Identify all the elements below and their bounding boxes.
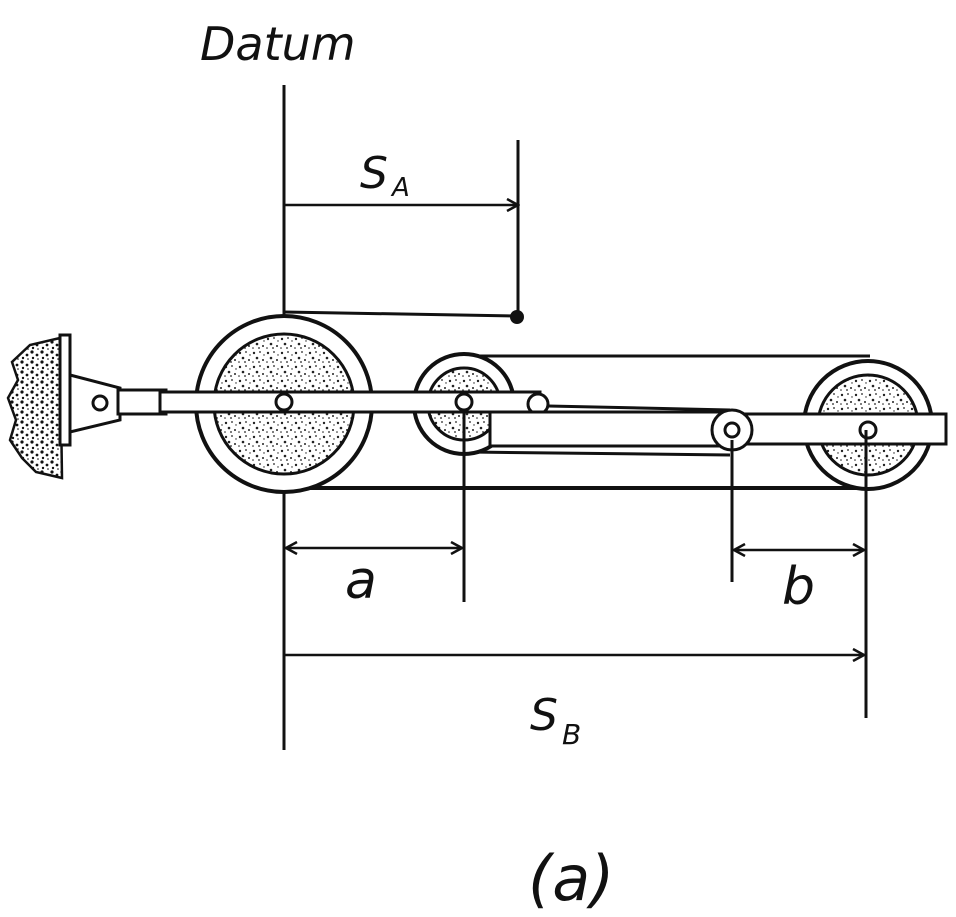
link-cable — [547, 404, 731, 412]
pin-c — [858, 420, 878, 440]
fixed-rod — [158, 390, 542, 414]
cable-bottom-b — [469, 450, 731, 457]
pin-rod-b — [723, 421, 741, 439]
figure-caption: (a) — [528, 842, 614, 915]
cable-end-a — [283, 310, 517, 318]
bracket-stem — [116, 388, 168, 416]
bracket-pin — [91, 394, 109, 412]
sliding-sleeve — [488, 410, 737, 448]
dim-a-label: a — [345, 551, 377, 611]
dim-b-label: b — [782, 557, 815, 617]
pin-a — [274, 392, 294, 412]
rough-wall-support — [6, 336, 64, 480]
datum-label: Datum — [200, 17, 356, 71]
pin-b — [454, 392, 474, 412]
moving-rod — [726, 412, 948, 446]
point-a-dot — [510, 310, 524, 324]
